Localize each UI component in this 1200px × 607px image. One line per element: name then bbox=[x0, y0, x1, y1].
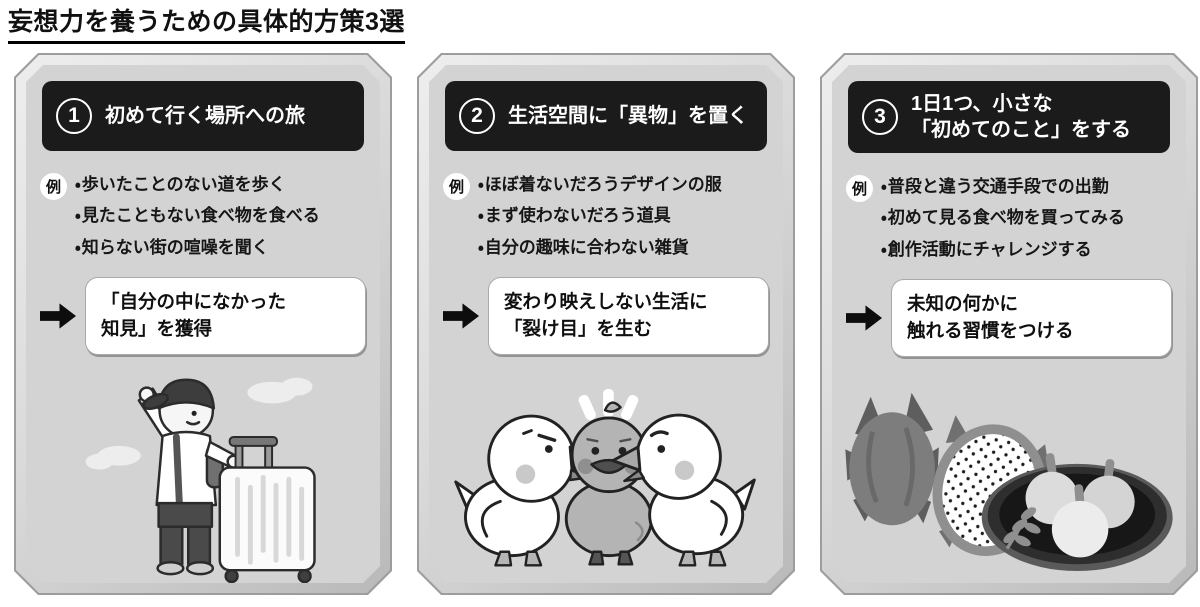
panel-2-result-box: 変わり映えしない生活に 「裂け目」を生む bbox=[488, 277, 769, 355]
panel-2-examples: 例 ・ほぼ着ないだろうデザインの服 ・まず使わないだろう道具 ・自分の趣味に合わ… bbox=[443, 169, 771, 263]
page-title: 妄想力を養うための具体的方策3選 bbox=[8, 2, 405, 44]
panel-2-number-badge: 2 bbox=[459, 98, 495, 134]
example-item: ・見たこともない食べ物を食べる bbox=[75, 206, 320, 226]
panel-3-number-badge: 3 bbox=[862, 99, 898, 135]
example-item: ・歩いたことのない道を歩く bbox=[75, 175, 286, 194]
example-item: ・初めて見る食べ物を買ってみる bbox=[881, 208, 1125, 228]
right-arrow-icon bbox=[443, 302, 480, 330]
panel-2-heading: 生活空間に「異物」を置く bbox=[508, 105, 748, 127]
panel-1-result: 「自分の中になかった 知見」を獲得 bbox=[40, 277, 366, 355]
panel-2-header: 2 生活空間に「異物」を置く bbox=[445, 81, 767, 151]
dragon-fruit-and-plate-illustration bbox=[843, 385, 1175, 573]
right-arrow-icon bbox=[846, 304, 883, 332]
example-badge: 例 bbox=[846, 175, 873, 202]
panel-3-result: 未知の何かに 触れる習慣をつける bbox=[846, 279, 1172, 357]
panel-1-result-box: 「自分の中になかった 知見」を獲得 bbox=[85, 277, 366, 355]
example-item: ・自分の趣味に合わない雑貨 bbox=[478, 237, 689, 257]
panel-3-heading: 1日1つ、小さな 「初めてのこと」をする bbox=[911, 93, 1131, 141]
example-item: ・ほぼ着ないだろうデザインの服 bbox=[478, 175, 722, 194]
panel-2-result: 変わり映えしない生活に 「裂け目」を生む bbox=[443, 277, 769, 355]
example-badge: 例 bbox=[40, 173, 67, 200]
panel-3-result-box: 未知の何かに 触れる習慣をつける bbox=[891, 279, 1172, 357]
traveler-with-suitcase-illustration bbox=[79, 361, 327, 583]
panel-1-number-badge: 1 bbox=[56, 98, 92, 134]
right-arrow-icon bbox=[40, 302, 77, 330]
example-item: ・創作活動にチャレンジする bbox=[881, 239, 1092, 259]
example-item: ・普段と違う交通手段での出勤 bbox=[881, 177, 1109, 196]
panel-1: 1 初めて行く場所への旅 例 ・歩いたことのない道を歩く ・見たこともない食べ物… bbox=[14, 53, 392, 595]
panel-3-examples: 例 ・普段と違う交通手段での出勤 ・初めて見る食べ物を買ってみる ・創作活動にチ… bbox=[846, 171, 1174, 265]
panel-1-header: 1 初めて行く場所への旅 bbox=[42, 81, 364, 151]
panel-3: 3 1日1つ、小さな 「初めてのこと」をする 例 ・普段と違う交通手段での出勤 … bbox=[820, 53, 1198, 595]
panel-1-heading: 初めて行く場所への旅 bbox=[105, 105, 305, 127]
example-badge: 例 bbox=[443, 173, 470, 200]
panel-3-header: 3 1日1つ、小さな 「初めてのこと」をする bbox=[848, 81, 1170, 153]
panel-1-examples: 例 ・歩いたことのない道を歩く ・見たこともない食べ物を食べる ・知らない街の喧… bbox=[40, 169, 368, 263]
example-item: ・知らない街の喧噪を聞く bbox=[75, 237, 269, 257]
panels-row: 1 初めて行く場所への旅 例 ・歩いたことのない道を歩く ・見たこともない食べ物… bbox=[14, 53, 1198, 595]
three-ducklings-illustration bbox=[446, 385, 766, 575]
example-item: ・まず使わないだろう道具 bbox=[478, 206, 671, 226]
panel-2: 2 生活空間に「異物」を置く 例 ・ほぼ着ないだろうデザインの服 ・まず使わない… bbox=[417, 53, 795, 595]
